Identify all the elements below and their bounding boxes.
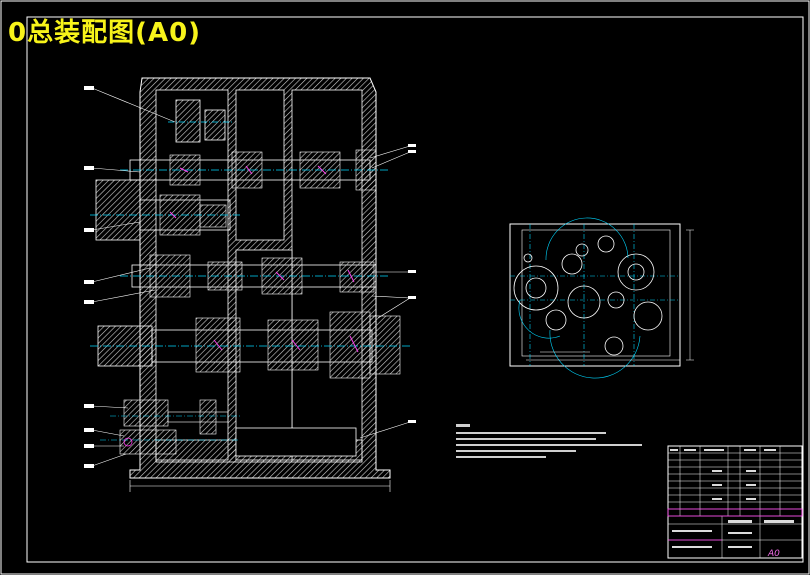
lower-mechanism: [100, 399, 240, 455]
part-number-tags-right: [408, 144, 416, 423]
leaders-right: [359, 145, 411, 439]
leaders-left: [91, 87, 176, 467]
shaft-3: [120, 254, 390, 298]
sheet-size-code: A0: [767, 549, 780, 559]
shaft-2: [90, 179, 240, 241]
gear-circles: [513, 235, 663, 356]
overall-dimension: [129, 480, 391, 492]
top-gear-block: [168, 99, 232, 143]
drawing-title: 0总装配图(A0): [8, 18, 202, 48]
accent-markings: [169, 165, 359, 353]
mesh-arcs: [518, 217, 641, 379]
housing-base-cavity: [235, 427, 357, 457]
title-block: A0: [667, 445, 803, 559]
part-number-tags-left: [84, 86, 94, 468]
technical-notes: [456, 424, 642, 458]
gearbox-side-view: [509, 217, 694, 379]
side-view-dimensions: [526, 229, 694, 361]
gearbox-section-view: [90, 77, 410, 492]
sheet-inner-frame: [26, 16, 804, 563]
